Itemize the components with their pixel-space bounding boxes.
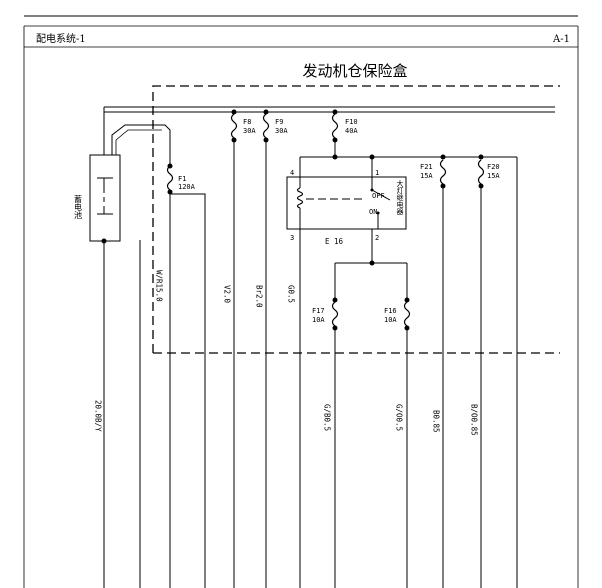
- fuse-box-outline: [152, 85, 560, 353]
- fuse-f8-rating: 30A: [243, 127, 256, 135]
- fuse-f1-element: [166, 165, 174, 191]
- section-title: 配电系统-1: [36, 32, 86, 45]
- wire-label-relay-out: G0.5: [287, 285, 296, 303]
- fuse-f1: [166, 163, 174, 195]
- fuse-f21-rating: 15A: [420, 172, 433, 180]
- fuse-f8-element: [230, 113, 238, 139]
- relay-body: [286, 176, 407, 230]
- fuse-f21-name: F21: [420, 163, 433, 171]
- relay-name: E 16: [325, 237, 344, 246]
- fuse-f10-element: [331, 113, 339, 139]
- fuse-f20: [477, 159, 485, 189]
- fuse-f9-name: F9: [275, 118, 283, 126]
- fuse-f17-element: [331, 301, 339, 327]
- wire-label-f8-out: V2.0: [223, 285, 232, 304]
- fuse-f20-element: [477, 159, 485, 185]
- relay-on-label: ON: [369, 208, 377, 216]
- relay-off-label: OFF: [372, 192, 385, 200]
- relay-pin-2: 2: [375, 234, 379, 242]
- battery-f1-link-2: [115, 129, 162, 155]
- fuse-f16-rating: 10A: [384, 316, 397, 324]
- battery-label: 蓄电池: [74, 194, 83, 219]
- fuse-f1-name: F1: [178, 175, 186, 183]
- wire-label-f9-out: Br2.0: [255, 285, 264, 308]
- relay-pin-1: 1: [375, 169, 379, 177]
- relay-label: 大灯继电器: [396, 179, 404, 216]
- fuse-f17: [331, 297, 339, 331]
- wire-label-battery-main: 20.0B/Y: [94, 400, 103, 432]
- fuse-f10: [331, 109, 339, 143]
- fuse-f21-element: [439, 159, 447, 185]
- relay-pin-4: 4: [290, 169, 294, 177]
- fuse-f10-rating: 40A: [345, 127, 358, 135]
- wire-label-f17-out: G/B0.5: [323, 404, 332, 431]
- fuse-f9: [262, 109, 270, 143]
- wire-label-f16-out: G/O0.5: [395, 404, 404, 431]
- fuse-f17-rating: 10A: [312, 316, 325, 324]
- wire-label-f1-out: W/R15.0: [155, 270, 164, 302]
- fuse-f1-rating: 120A: [178, 183, 196, 191]
- fuse-box-title: 发动机仓保险盒: [302, 62, 407, 80]
- fuse-f20-name: F20: [487, 163, 500, 171]
- relay-e16: [286, 176, 407, 230]
- fuse-f21: [439, 159, 447, 189]
- wire-label-f21-out: B0.85: [432, 410, 441, 433]
- fuse-f9-rating: 30A: [275, 127, 288, 135]
- fuse-f16: [403, 297, 411, 331]
- fuse-f8: [230, 109, 238, 143]
- fuse-f10-name: F10: [345, 118, 358, 126]
- wire-label-f20-out: B/O0.85: [470, 404, 479, 436]
- fuse-f9-element: [262, 113, 270, 139]
- battery-body: [89, 154, 121, 242]
- battery-f1-link: [111, 124, 171, 165]
- fuse-f8-name: F8: [243, 118, 251, 126]
- fuse-f20-rating: 15A: [487, 172, 500, 180]
- wire-f1-b: [170, 193, 206, 588]
- fuse-f16-element: [403, 301, 411, 327]
- fuse-f17-name: F17: [312, 307, 325, 315]
- relay-coil: [296, 187, 304, 209]
- fuse-f16-name: F16: [384, 307, 397, 315]
- battery: [89, 154, 121, 242]
- page-code: A-1: [552, 34, 570, 45]
- relay-pin-3: 3: [290, 234, 294, 242]
